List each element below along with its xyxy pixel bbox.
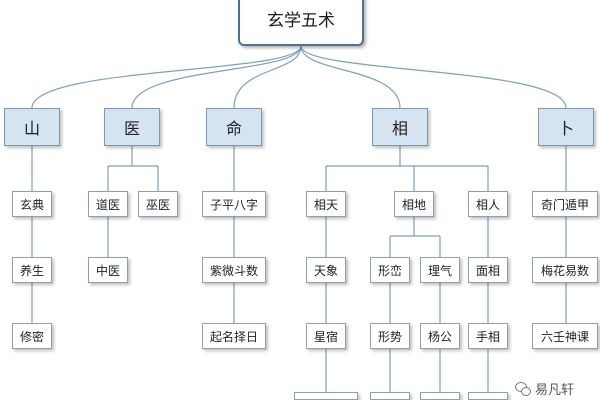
node-qimen-dunjia: 奇门遁甲 — [532, 191, 598, 217]
node-xuandian: 玄典 — [12, 191, 52, 217]
node-liqi: 理气 — [420, 257, 460, 283]
root-connector — [300, 45, 567, 109]
node-ziping-bazi: 子平八字 — [202, 191, 266, 217]
node-qiming-zeri: 起名择日 — [202, 323, 266, 349]
category-ming: 命 — [206, 108, 262, 146]
root-connector — [300, 45, 401, 109]
category-xiang: 相 — [372, 108, 428, 146]
node-xingxiu: 星宿 — [306, 323, 346, 349]
watermark-text: 易凡轩 — [534, 383, 574, 398]
root-connector — [31, 45, 302, 109]
node-ziwei-doushu: 紫微斗数 — [202, 257, 266, 283]
category-bu: 卜 — [538, 108, 594, 146]
branch-line — [325, 146, 489, 191]
node-mianxiang: 面相 — [468, 257, 508, 283]
node-yangsheng: 养生 — [12, 257, 52, 283]
watermark: 易凡轩 — [514, 379, 574, 398]
node-xiangtian: 相天 — [306, 191, 346, 217]
node-shouxiang: 手相 — [468, 323, 508, 349]
node-daoyi: 道医 — [88, 191, 128, 217]
node-xiangdi: 相地 — [394, 191, 434, 217]
node-xingluan: 形峦 — [370, 257, 410, 283]
branch-line — [389, 283, 441, 392]
node-zhongyi: 中医 — [88, 257, 128, 283]
node-cut-off — [420, 392, 460, 400]
node-cut-off — [370, 392, 410, 400]
root-connector — [131, 45, 302, 109]
root-connector — [233, 45, 302, 109]
node-cut-off — [294, 392, 358, 400]
node-xiumi: 修密 — [12, 323, 52, 349]
node-xingshi: 形势 — [370, 323, 410, 349]
wechat-icon — [514, 381, 531, 396]
branch-line — [389, 217, 441, 257]
node-liuren-shenke: 六壬神课 — [532, 323, 598, 349]
node-wuyi: 巫医 — [138, 191, 178, 217]
node-yanggong: 杨公 — [420, 323, 460, 349]
branch-line — [107, 146, 159, 191]
node-tianxiang: 天象 — [306, 257, 346, 283]
node-cut-off — [468, 392, 508, 400]
root-node: 玄学五术 — [238, 0, 364, 46]
category-yi: 医 — [104, 108, 160, 146]
node-xiangren: 相人 — [468, 191, 508, 217]
category-shan: 山 — [4, 108, 60, 146]
node-meihua-yishu: 梅花易数 — [532, 257, 598, 283]
